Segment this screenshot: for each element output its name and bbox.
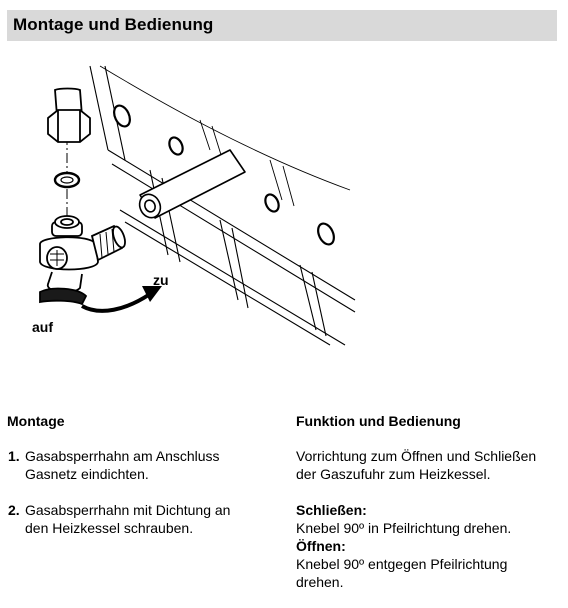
montage-heading: Montage	[7, 413, 65, 429]
funktion-heading: Funktion und Bedienung	[296, 413, 461, 429]
step-text-line: Gasabsperrhahn am Anschluss	[25, 448, 220, 464]
montage-steps: 1. Gasabsperrhahn am Anschluss Gasnetz e…	[7, 447, 277, 537]
open-text-line: Knebel 90º entgegen Pfeilrichtung	[296, 556, 508, 572]
montage-section: Montage 1. Gasabsperrhahn am Anschluss G…	[7, 412, 277, 555]
step-text-line: Gasnetz eindichten.	[25, 466, 149, 482]
label-auf: auf	[32, 319, 53, 335]
wall-hole	[264, 193, 280, 213]
close-heading: Schließen:	[296, 502, 367, 518]
rotation-arrow	[81, 286, 162, 313]
step-number: 1.	[8, 448, 20, 464]
title-bar: Montage und Bedienung	[7, 10, 557, 41]
open-text-line: drehen.	[296, 574, 344, 590]
close-text: Knebel 90º in Pfeilrichtung drehen.	[296, 520, 512, 536]
label-zu: zu	[153, 272, 169, 288]
step-number: 2.	[8, 502, 20, 518]
montage-step: 1. Gasabsperrhahn am Anschluss Gasnetz e…	[7, 447, 277, 483]
intro-line: der Gaszufuhr zum Heizkessel.	[296, 466, 491, 482]
open-heading: Öffnen:	[296, 538, 346, 554]
intro-line: Vorrichtung zum Öffnen und Schließen	[296, 448, 537, 464]
pipe-stub	[138, 149, 246, 219]
tile-wall	[89, 65, 356, 346]
hex-nut	[47, 87, 91, 143]
wall-hole	[317, 222, 335, 246]
step-text-line: den Heizkessel schrauben.	[25, 520, 194, 536]
wall-hole	[168, 136, 184, 156]
wall-hole	[113, 104, 131, 128]
step-text-line: Gasabsperrhahn mit Dichtung an	[25, 502, 231, 518]
page-title: Montage und Bedienung	[13, 15, 214, 34]
montage-step: 2. Gasabsperrhahn mit Dichtung an den He…	[7, 501, 277, 537]
funktion-intro: Vorrichtung zum Öffnen und Schließen der…	[296, 447, 562, 483]
operation-instructions: Schließen: Knebel 90º in Pfeilrichtung d…	[296, 501, 562, 591]
wall-holes	[113, 104, 335, 246]
gas-valve-illustration	[39, 65, 356, 346]
funktion-section: Funktion und Bedienung Vorrichtung zum Ö…	[296, 412, 562, 591]
gas-valve	[39, 215, 126, 306]
